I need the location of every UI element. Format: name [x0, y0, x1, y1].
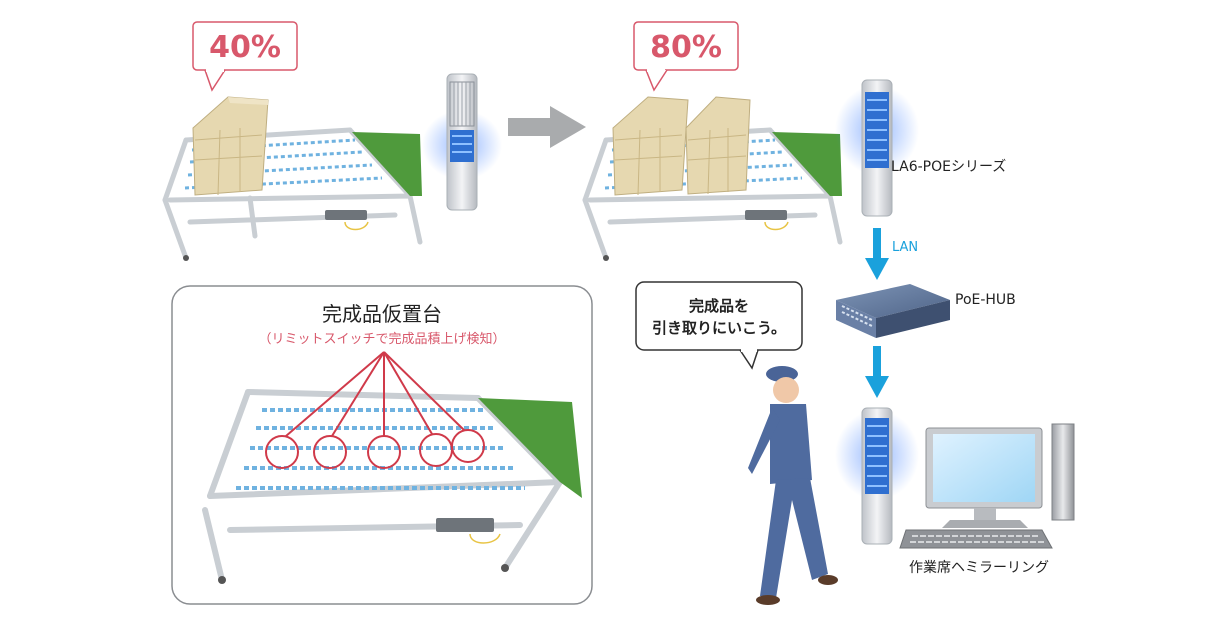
- speech-line-2: 引き取りにいこう。: [651, 319, 787, 337]
- hub-label: PoE-HUB: [955, 292, 1016, 308]
- load-bubble-80: [633, 21, 739, 92]
- box-stack-2: [685, 96, 751, 195]
- speech-line-1: 完成品を: [688, 297, 749, 315]
- load-percent-after: 80%: [650, 30, 722, 65]
- workstation-label: 作業席ヘミラーリング: [909, 560, 1049, 576]
- worker-speech-text: 完成品を 引き取りにいこう。: [636, 295, 802, 339]
- signal-tower-workstation: [835, 407, 919, 545]
- rack-80-percent: [582, 21, 843, 261]
- workstation-pc: [899, 423, 1075, 549]
- poe-hub: [836, 284, 950, 338]
- lan-arrow: [865, 228, 889, 280]
- product-series-label: LA6-POEシリーズ: [891, 159, 1007, 175]
- io-module: [325, 210, 369, 231]
- signal-tower-series: [835, 79, 919, 217]
- box-stack-1: [612, 96, 689, 196]
- hub-to-tower-arrow: [865, 346, 889, 398]
- limit-switch-circles: [265, 429, 485, 469]
- green-panel: [352, 132, 422, 196]
- worker-figure: [748, 366, 838, 605]
- signal-tower-40: [422, 73, 502, 211]
- transition-arrow: [508, 106, 586, 148]
- rack-panel-title: 完成品仮置台: [322, 302, 442, 326]
- rack-panel-subtitle: （リミットスイッチで完成品積上げ検知）: [258, 332, 506, 347]
- load-bubble-40: [192, 21, 298, 92]
- lan-label: LAN: [892, 240, 919, 255]
- worker-speech-bubble: [635, 281, 803, 370]
- rack-detail-panel: [171, 285, 593, 605]
- rack-40-percent: [162, 21, 423, 261]
- box-stack: [192, 96, 269, 196]
- pointer-lines: [285, 351, 465, 437]
- load-percent-before: 40%: [209, 30, 281, 65]
